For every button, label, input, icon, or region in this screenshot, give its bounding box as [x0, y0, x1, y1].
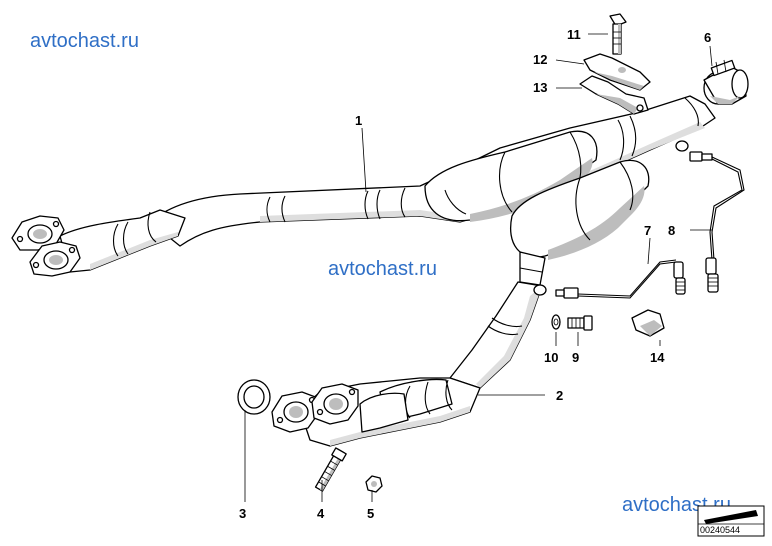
screw: [567, 315, 593, 331]
callout-11: 11: [567, 27, 581, 42]
pipe-clamp: [703, 59, 749, 105]
callout-2: 2: [556, 388, 563, 403]
heat-shield-clip: [631, 309, 665, 337]
callout-13: 13: [533, 80, 547, 95]
callout-8: 8: [668, 223, 675, 238]
watermark-center: avtochast.ru: [328, 258, 437, 280]
callout-9: 9: [572, 350, 579, 365]
callout-6: 6: [704, 30, 711, 45]
gasket-ring: [237, 379, 271, 415]
stud-bolt: [314, 447, 347, 492]
callout-3: 3: [239, 506, 246, 521]
doc-id-box: [697, 505, 765, 537]
callout-10: 10: [544, 350, 558, 365]
front-pipe-upper: [11, 95, 716, 277]
mounting-bracket-upper: [583, 53, 651, 91]
washer: [551, 314, 561, 330]
callout-14: 14: [650, 350, 665, 365]
oxygen-sensor-rear: [689, 151, 745, 293]
hex-nut: [365, 475, 383, 493]
callout-4: 4: [317, 506, 325, 521]
hex-bolt: [609, 13, 627, 55]
oxygen-sensor-front: [555, 259, 686, 299]
document-id: 00240544: [700, 525, 741, 535]
callout-12: 12: [533, 52, 547, 67]
mounting-bracket-lower: [579, 75, 649, 115]
callout-5: 5: [367, 506, 374, 521]
callout-1: 1: [355, 113, 362, 128]
leader-lines: [244, 33, 713, 502]
watermark-top-left: avtochast.ru: [30, 30, 139, 52]
callout-7: 7: [644, 223, 651, 238]
front-pipe-lower: [271, 159, 650, 447]
callout-labels: 1 2 3 4 5 6 7 8 9 10 11 12 13 14: [239, 27, 711, 521]
